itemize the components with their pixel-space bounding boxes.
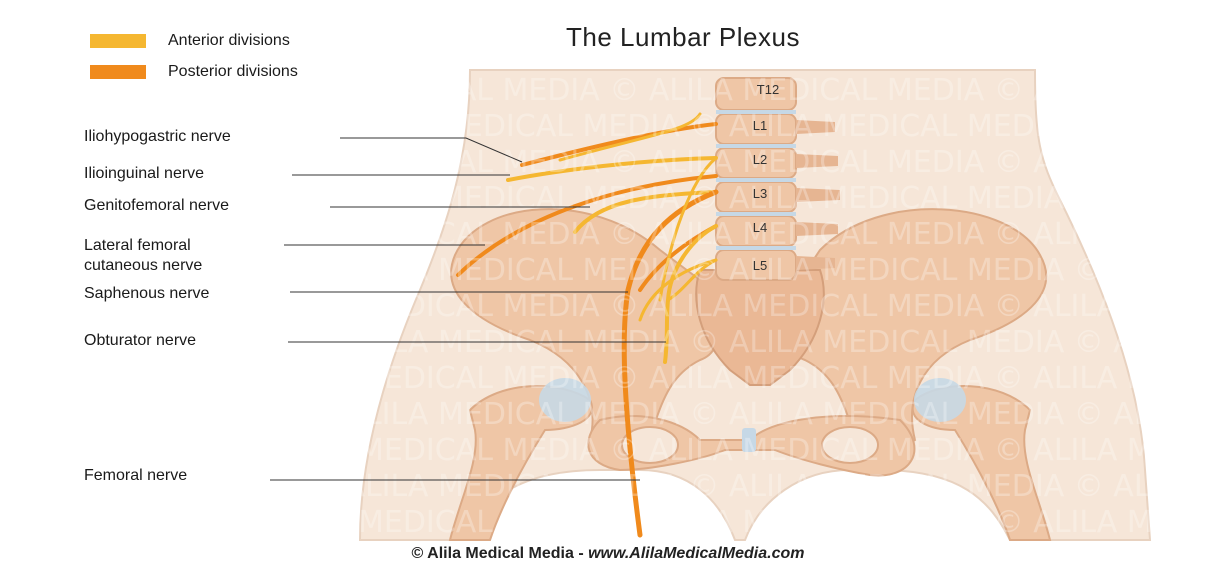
legend-swatch-anterior: [90, 34, 146, 48]
label-lateral-femoral-line2: cutaneous nerve: [84, 256, 202, 276]
legend-item-anterior: Anterior divisions: [90, 30, 290, 52]
legend-label-anterior: Anterior divisions: [168, 32, 290, 50]
label-ilioinguinal-nerve: Ilioinguinal nerve: [84, 164, 204, 184]
label-femoral-nerve: Femoral nerve: [84, 466, 187, 486]
vertebra-label-l5: L5: [740, 258, 780, 273]
label-saphenous-nerve: Saphenous nerve: [84, 284, 209, 304]
watermark-text: ALILA MEDICAL MEDIA © ALILA MEDICAL MEDI…: [0, 433, 1216, 468]
legend-item-posterior: Posterior divisions: [90, 61, 298, 83]
vertebra-label-t12: T12: [748, 82, 788, 97]
vertebra-label-l1: L1: [740, 118, 780, 133]
credit-line: © Alila Medical Media - www.AlilaMedical…: [0, 545, 1216, 563]
credit-prefix: © Alila Medical Media -: [412, 545, 589, 562]
label-genitofemoral-nerve: Genitofemoral nerve: [84, 196, 229, 216]
watermark-text: ALILA MEDICAL MEDIA © ALILA MEDICAL MEDI…: [0, 397, 1216, 432]
watermark-text: ALILA MEDICAL MEDIA © ALILA MEDICAL MEDI…: [0, 505, 1216, 540]
label-lateral-femoral-line1: Lateral femoral: [84, 236, 191, 256]
legend-swatch-posterior: [90, 65, 146, 79]
legend-label-posterior: Posterior divisions: [168, 63, 298, 81]
watermark-text: ALILA MEDICAL MEDIA © ALILA MEDICAL MEDI…: [0, 361, 1216, 396]
credit-url: www.AlilaMedicalMedia.com: [588, 545, 804, 562]
diagram-title: The Lumbar Plexus: [566, 22, 800, 53]
label-obturator-nerve: Obturator nerve: [84, 331, 196, 351]
vertebra-label-l4: L4: [740, 220, 780, 235]
label-iliohypogastric-nerve: Iliohypogastric nerve: [84, 127, 231, 147]
vertebra-label-l2: L2: [740, 152, 780, 167]
vertebra-label-l3: L3: [740, 186, 780, 201]
